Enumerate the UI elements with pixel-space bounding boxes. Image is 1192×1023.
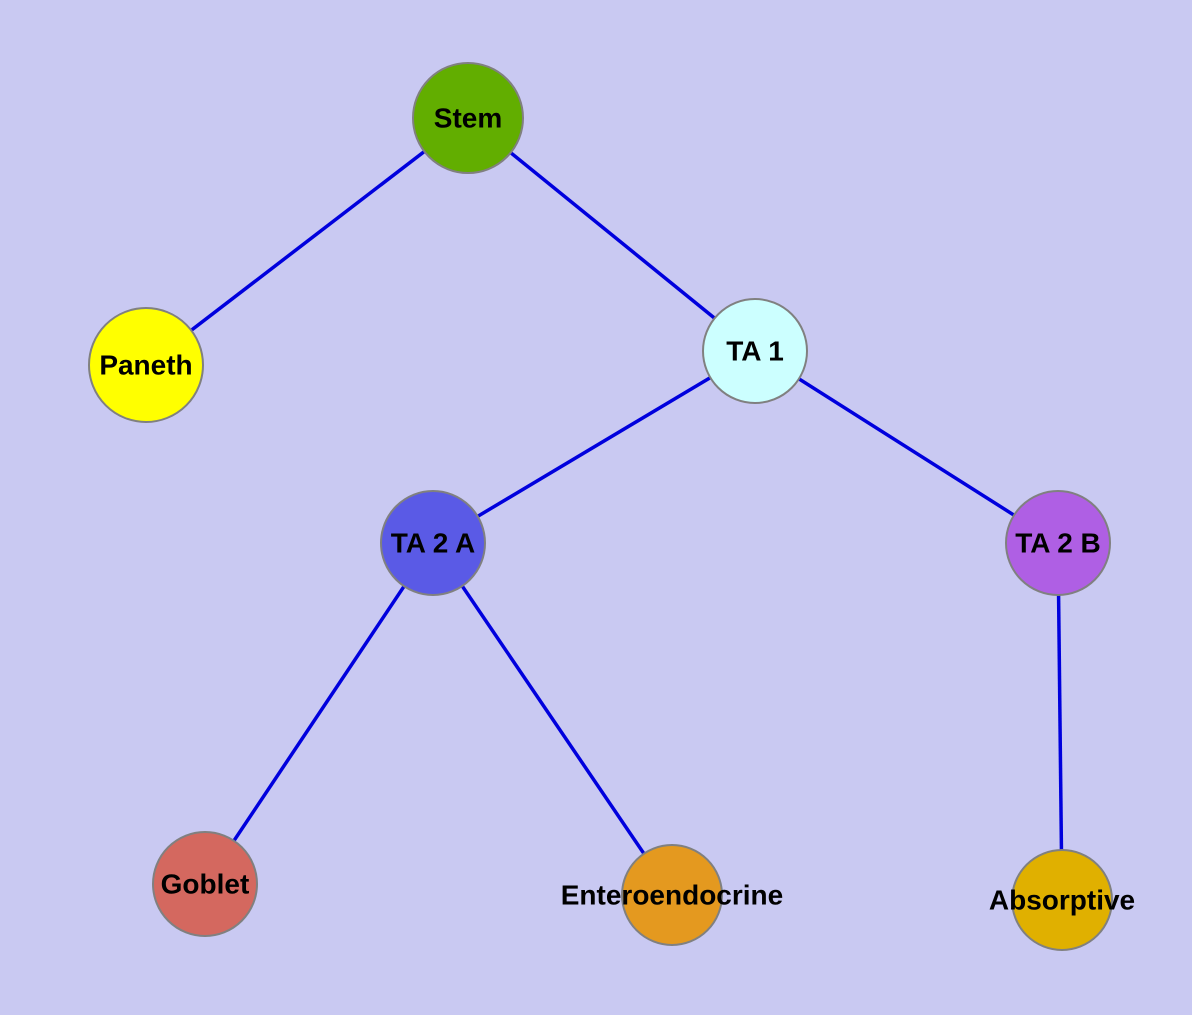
edge-ta2b-absorptive [1056, 542, 1064, 901]
edge-ta2a-goblet [203, 542, 435, 885]
node-goblet: Goblet [152, 831, 258, 937]
node-label-ta2b: TA 2 B [1015, 528, 1101, 559]
node-circle-goblet [152, 831, 258, 937]
node-label-ta2a: TA 2 A [391, 528, 476, 559]
node-label-stem: Stem [434, 103, 502, 134]
node-circle-enteroendocrine [621, 844, 723, 946]
edge-stem-ta1 [466, 116, 757, 353]
node-label-ta1: TA 1 [726, 336, 784, 367]
node-circle-paneth [88, 307, 204, 423]
node-circle-ta2a [380, 490, 486, 596]
node-circle-absorptive [1011, 849, 1113, 951]
node-ta2b: TA 2 B [1005, 490, 1111, 596]
edge-ta1-ta2a [432, 349, 756, 545]
node-circle-ta1 [702, 298, 808, 404]
node-ta2a: TA 2 A [380, 490, 486, 596]
node-paneth: Paneth [88, 307, 204, 423]
node-circle-stem [412, 62, 524, 174]
node-label-goblet: Goblet [161, 869, 250, 900]
node-circle-ta2b [1005, 490, 1111, 596]
node-label-enteroendocrine: Enteroendocrine [561, 880, 783, 911]
edge-stem-paneth [144, 116, 470, 367]
node-stem: Stem [412, 62, 524, 174]
node-label-absorptive: Absorptive [989, 885, 1135, 916]
edge-ta2a-enteroendocrine [431, 542, 674, 896]
node-ta1: TA 1 [702, 298, 808, 404]
node-label-paneth: Paneth [99, 350, 192, 381]
node-enteroendocrine: Enteroendocrine [561, 844, 783, 946]
edge-ta1-ta2b [754, 349, 1059, 545]
node-absorptive: Absorptive [989, 849, 1135, 951]
